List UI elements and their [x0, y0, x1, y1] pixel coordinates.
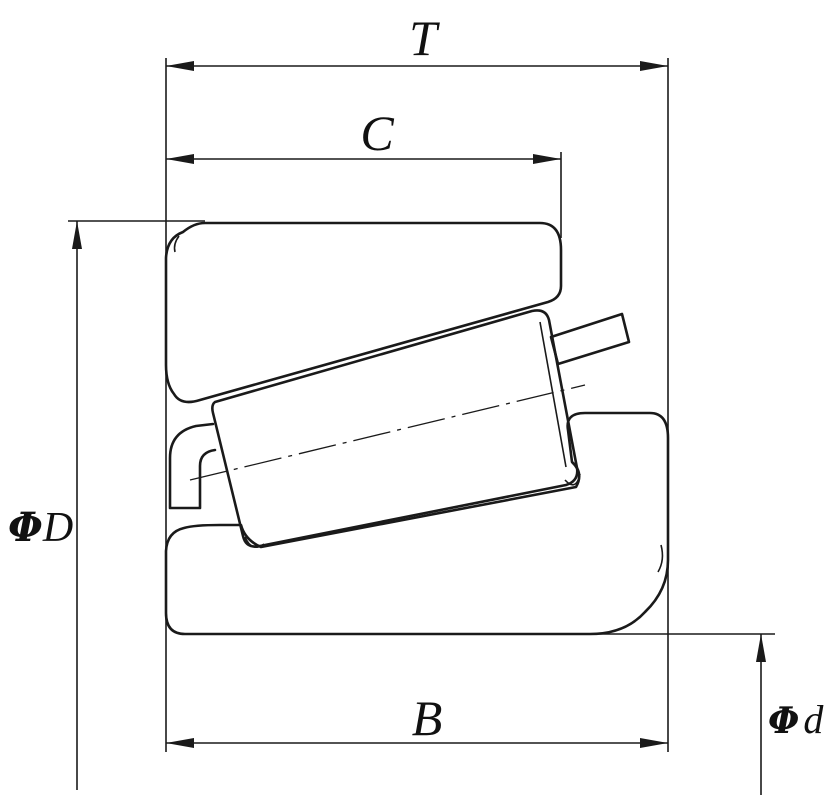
phi-symbol: Φ: [8, 504, 43, 551]
roller-end-face-line: [539, 321, 567, 468]
label-d: d: [803, 697, 824, 742]
arrowhead-right: [640, 738, 668, 748]
arrowhead-up: [756, 634, 766, 662]
roller-corner-fillet: [244, 536, 265, 549]
dimension-phi-D: ΦD: [8, 221, 82, 790]
arrowhead-right: [640, 61, 668, 71]
cup-chamfer-mark: [173, 235, 180, 253]
arrowhead-left: [166, 154, 194, 164]
bearing-cross-section: [164, 221, 670, 636]
outer-ring-cup: [164, 221, 563, 404]
extension-lines: [68, 58, 775, 752]
phi-symbol: Φ: [768, 700, 799, 742]
arrowhead-left: [166, 61, 194, 71]
cone-chamfer-mark: [657, 544, 664, 573]
arrowhead-up: [72, 221, 82, 249]
label-B: B: [412, 690, 443, 746]
tapered-roller: [211, 309, 579, 548]
label-D: D: [42, 505, 73, 551]
roller-axis-centerline: [189, 384, 586, 481]
label-T: T: [409, 10, 440, 66]
arrowhead-right: [533, 154, 561, 164]
dimension-C: C: [166, 105, 561, 164]
cage-bar-left: [168, 422, 217, 510]
label-phi-D: ΦD: [8, 504, 73, 551]
inner-ring-cone: [164, 411, 670, 636]
dimension-T: T: [166, 10, 668, 71]
arrowhead-left: [166, 738, 194, 748]
label-C: C: [360, 105, 394, 161]
dimension-B: B: [166, 690, 668, 748]
cage-rim-right: [549, 312, 631, 366]
